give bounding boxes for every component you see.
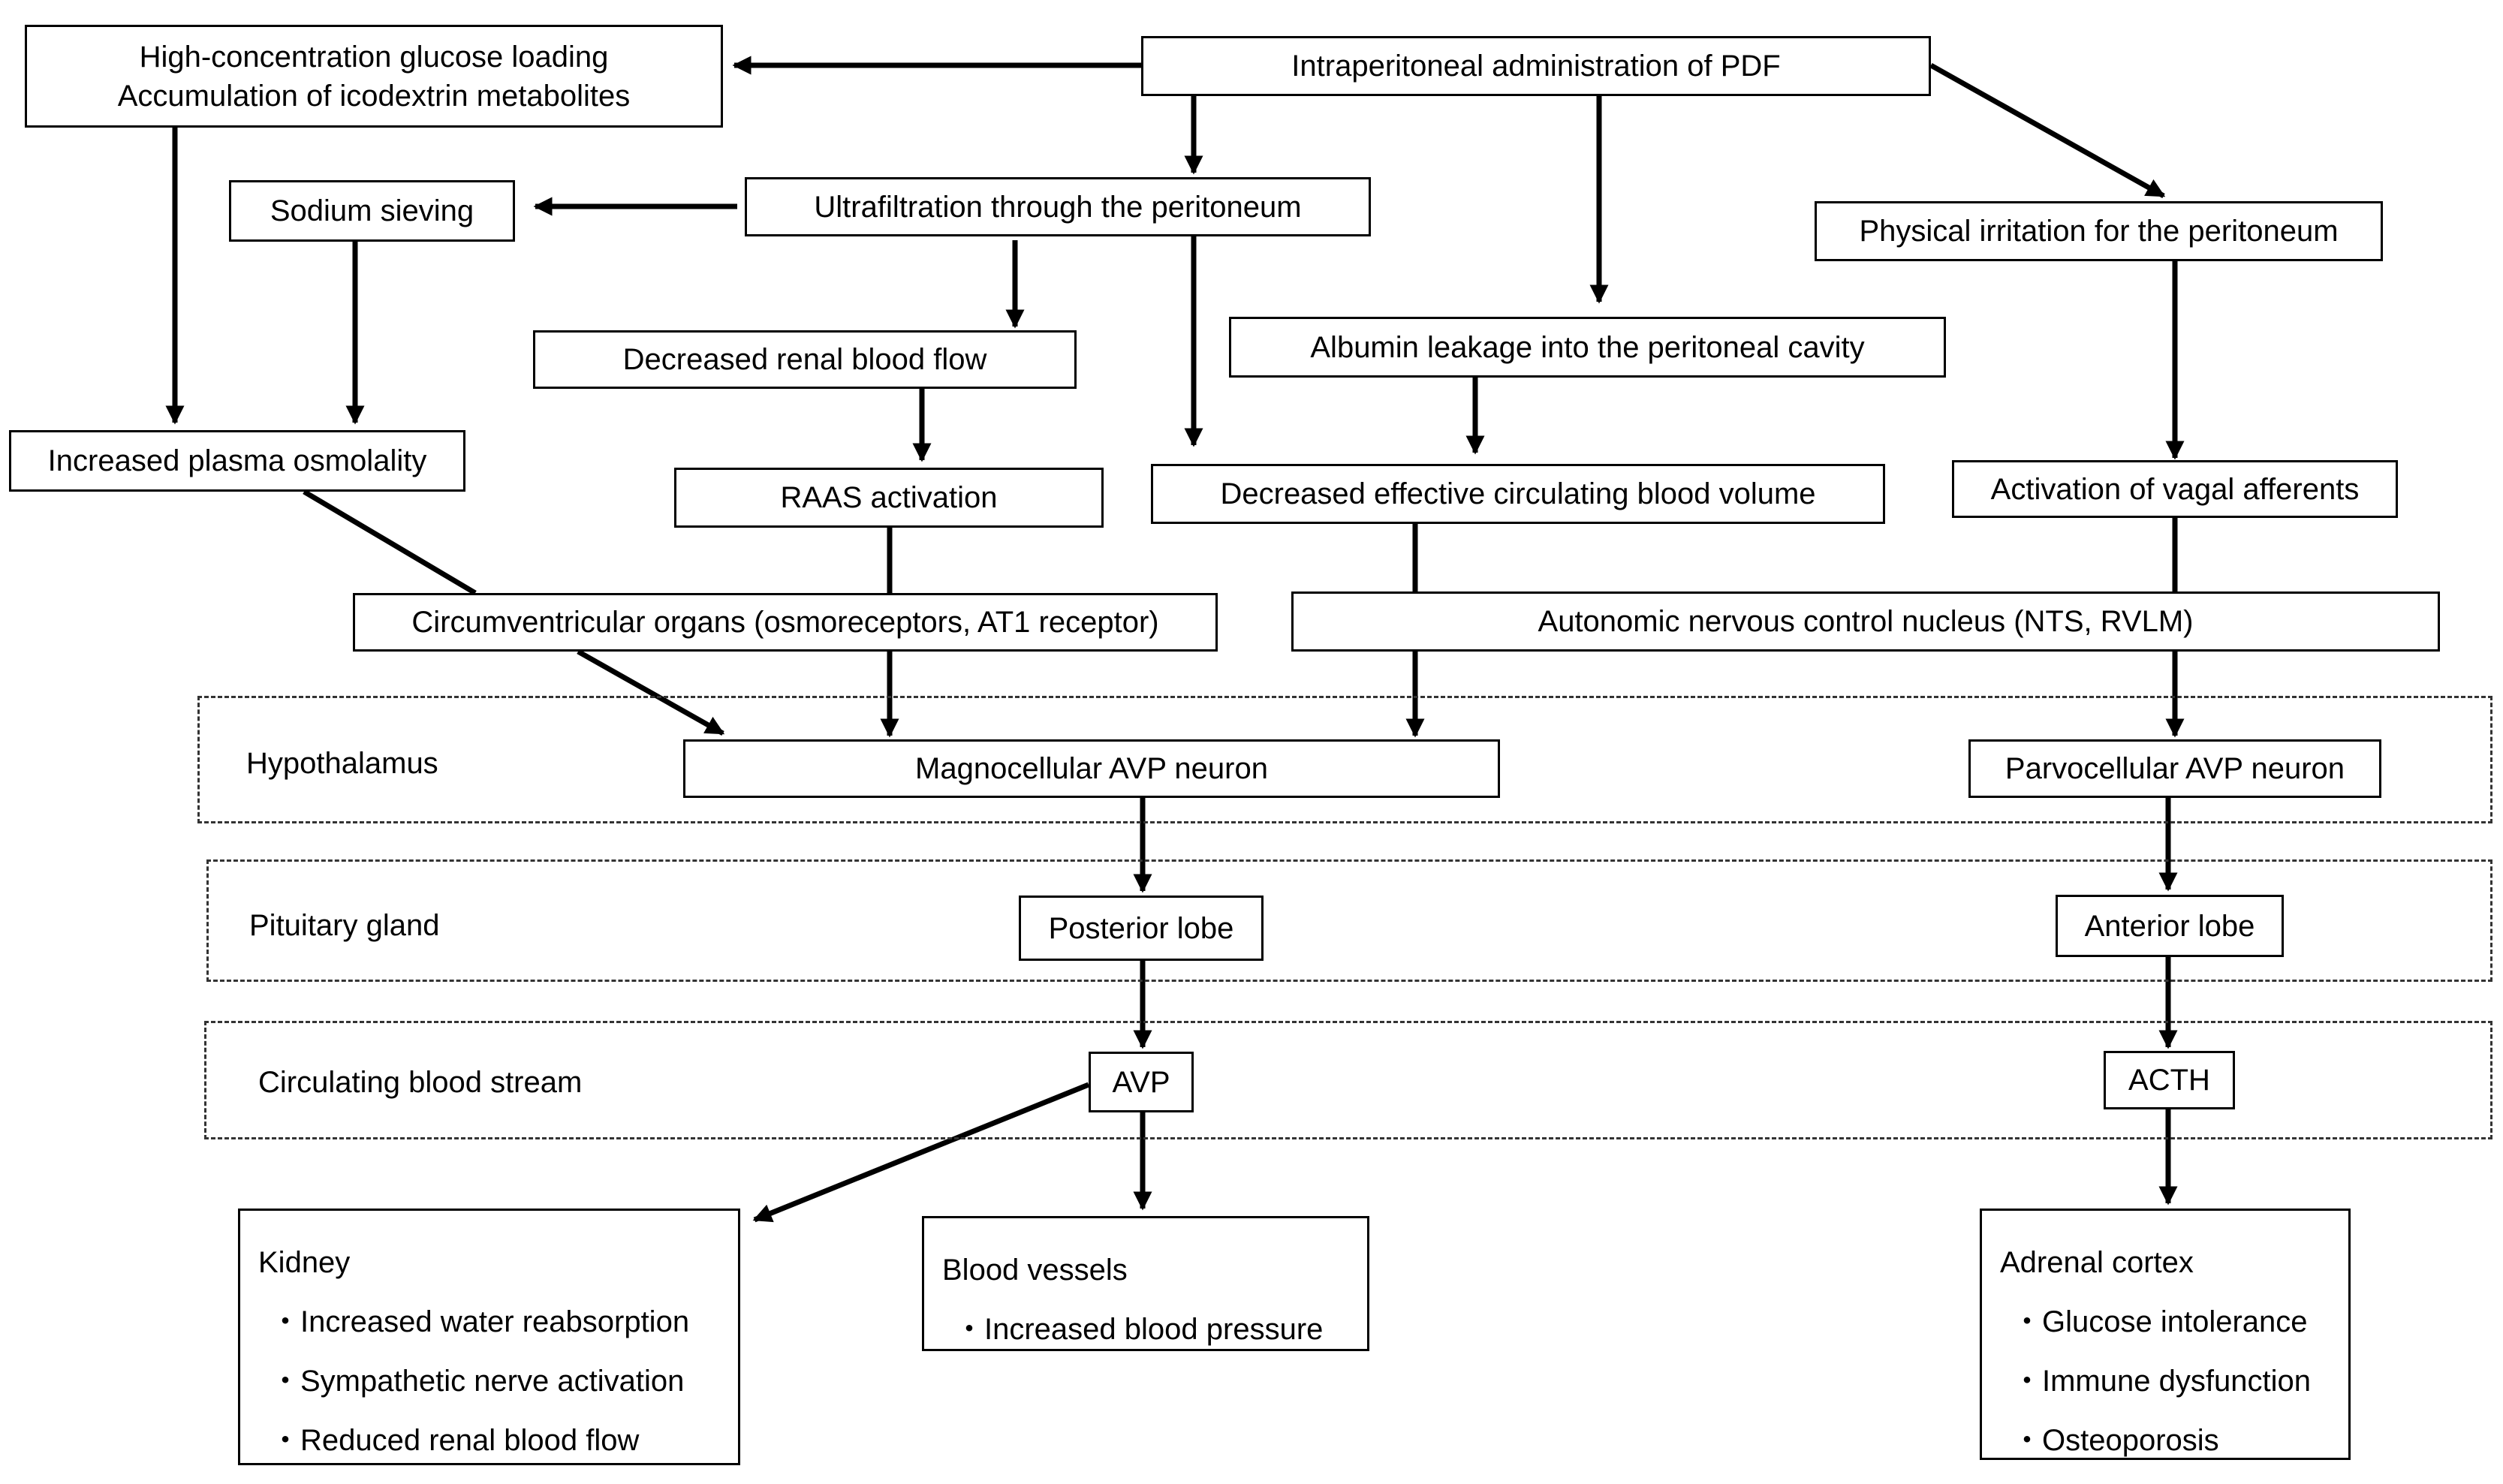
vagal-afferents-box: Activation of vagal afferents	[1952, 460, 2398, 518]
sodium-sieving-text: Sodium sieving	[270, 194, 474, 227]
posterior-lobe-text: Posterior lobe	[1048, 911, 1234, 945]
pituitary-region	[206, 859, 2492, 982]
pituitary-label: Pituitary gland	[249, 909, 440, 942]
adrenal-effect-item: ・Immune dysfunction	[2012, 1365, 2311, 1398]
hypothalamus-label: Hypothalamus	[246, 747, 438, 780]
blood-vessels-title: Blood vessels	[942, 1254, 1128, 1287]
raas-activation-box: RAAS activation	[674, 468, 1104, 528]
parvocellular-box: Parvocellular AVP neuron	[1968, 739, 2381, 798]
renal-blood-flow-box: Decreased renal blood flow	[533, 330, 1077, 389]
kidney-effect-item: ・Increased water reabsorption	[270, 1305, 690, 1338]
circulating-volume-box: Decreased effective circulating blood vo…	[1151, 464, 1885, 524]
arrow-avp-to-kidney	[752, 1082, 1090, 1223]
bloodstream-region	[204, 1021, 2492, 1139]
magnocellular-box: Magnocellular AVP neuron	[683, 739, 1500, 798]
renal-blood-flow-text: Decreased renal blood flow	[622, 343, 987, 376]
kidney-effects-box: Kidney ・Increased water reabsorption ・Sy…	[238, 1209, 740, 1465]
circulating-volume-text: Decreased effective circulating blood vo…	[1220, 477, 1816, 510]
sodium-sieving-box: Sodium sieving	[229, 180, 515, 242]
posterior-lobe-box: Posterior lobe	[1019, 896, 1264, 961]
glucose-loading-box: High-concentration glucose loading Accum…	[25, 25, 723, 128]
raas-activation-text: RAAS activation	[780, 481, 998, 514]
physical-irritation-box: Physical irritation for the peritoneum	[1815, 201, 2383, 261]
circumventricular-box: Circumventricular organs (osmoreceptors,…	[353, 593, 1218, 652]
albumin-leakage-text: Albumin leakage into the peritoneal cavi…	[1310, 330, 1865, 364]
hypothalamus-region	[197, 696, 2492, 823]
adrenal-effect-item: ・Glucose intolerance	[2012, 1305, 2308, 1338]
blood-vessels-effect-item: ・Increased blood pressure	[954, 1313, 1324, 1346]
ultrafiltration-text: Ultrafiltration through the peritoneum	[814, 190, 1302, 224]
parvocellular-text: Parvocellular AVP neuron	[2005, 752, 2345, 785]
kidney-title: Kidney	[258, 1246, 351, 1279]
line-osmolality-diagonal	[303, 489, 477, 596]
kidney-effect-item: ・Reduced renal blood flow	[270, 1424, 640, 1457]
acth-box: ACTH	[2104, 1051, 2235, 1109]
arrow-cvo-to-magnocellular	[577, 649, 725, 736]
adrenal-effect-item: ・Osteoporosis	[2012, 1424, 2219, 1457]
adrenal-cortex-title: Adrenal cortex	[2000, 1246, 2194, 1279]
albumin-leakage-box: Albumin leakage into the peritoneal cavi…	[1229, 317, 1946, 378]
circumventricular-text: Circumventricular organs (osmoreceptors,…	[411, 606, 1159, 639]
glucose-loading-line-1: High-concentration glucose loading	[139, 40, 609, 74]
magnocellular-text: Magnocellular AVP neuron	[915, 752, 1268, 785]
avp-text: AVP	[1112, 1065, 1170, 1099]
pdf-administration-box: Intraperitoneal administration of PDF	[1141, 36, 1931, 96]
autonomic-nucleus-text: Autonomic nervous control nucleus (NTS, …	[1538, 605, 2194, 638]
plasma-osmolality-text: Increased plasma osmolality	[47, 444, 427, 477]
anterior-lobe-box: Anterior lobe	[2056, 895, 2284, 957]
kidney-effect-item: ・Sympathetic nerve activation	[270, 1365, 685, 1398]
ultrafiltration-box: Ultrafiltration through the peritoneum	[745, 177, 1371, 236]
blood-vessels-effects-box: Blood vessels ・Increased blood pressure	[922, 1216, 1369, 1351]
anterior-lobe-text: Anterior lobe	[2084, 909, 2255, 943]
arrow-pdf-to-irritation	[1929, 62, 2166, 199]
acth-text: ACTH	[2128, 1064, 2210, 1097]
adrenal-cortex-effects-box: Adrenal cortex ・Glucose intolerance ・Imm…	[1980, 1209, 2351, 1460]
avp-box: AVP	[1089, 1052, 1194, 1112]
pdf-administration-text: Intraperitoneal administration of PDF	[1291, 50, 1781, 83]
glucose-loading-line-2: Accumulation of icodextrin metabolites	[117, 79, 631, 113]
physical-irritation-text: Physical irritation for the peritoneum	[1859, 215, 2339, 248]
bloodstream-label: Circulating blood stream	[258, 1066, 583, 1099]
autonomic-nucleus-box: Autonomic nervous control nucleus (NTS, …	[1291, 591, 2440, 652]
vagal-afferents-text: Activation of vagal afferents	[1990, 472, 2360, 506]
plasma-osmolality-box: Increased plasma osmolality	[9, 430, 465, 492]
